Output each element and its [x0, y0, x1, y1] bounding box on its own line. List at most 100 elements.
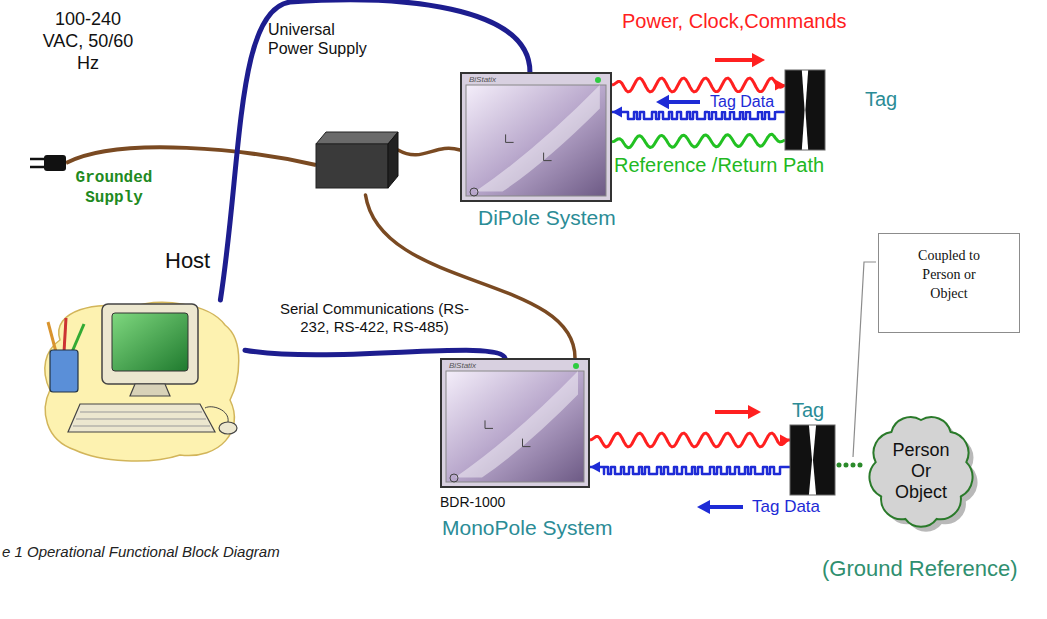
note-text: Coupled to Person or Object: [906, 246, 992, 303]
reader-highlight: [455, 371, 578, 478]
clipart-backdrop: [45, 302, 239, 461]
mains-plug: [44, 155, 66, 171]
panel-mark: [485, 420, 493, 428]
person-object-cloud: Person Or Object: [865, 410, 977, 532]
monitor-screen: [112, 313, 188, 371]
mains-cord: [66, 147, 316, 165]
system-name: DiPole System: [478, 206, 616, 230]
keyboard: [68, 404, 215, 432]
monitor-body: [102, 304, 198, 384]
arrow-head: [656, 95, 669, 109]
tag-electrode: [805, 70, 825, 150]
power-signal-wave: [590, 405, 790, 447]
reader-device: BiStatixDiPole System: [460, 72, 612, 202]
arrow-head: [612, 107, 622, 118]
plug-prong: [30, 158, 45, 161]
status-led: [595, 77, 601, 83]
direction-arrow: [665, 100, 700, 104]
ground-reference-label: (Ground Reference): [822, 556, 1018, 582]
logo-mark: [470, 188, 478, 196]
box-front: [316, 144, 388, 188]
arrow-head: [590, 461, 600, 472]
tag-electrode: [813, 425, 835, 495]
mouse: [219, 422, 237, 434]
system-name: MonoPole System: [442, 516, 612, 540]
mouse-cord: [205, 407, 228, 422]
tag-label: Tag: [792, 399, 824, 422]
leader-line: [853, 262, 876, 457]
reader-housing: [441, 359, 589, 487]
tag-label: Tag: [865, 88, 897, 111]
panel-mark: [523, 439, 531, 447]
signal-label: Reference /Return Path: [614, 154, 824, 177]
signal-line: [612, 112, 785, 119]
logo-mark: [450, 474, 458, 482]
reader-icon: [440, 358, 590, 488]
arrow-head: [697, 500, 710, 514]
ground-note: Grounded Supply: [70, 168, 158, 208]
tag-outline: [785, 70, 825, 150]
plug-prong: [30, 166, 45, 169]
direction-arrow: [715, 58, 756, 62]
cloud-label: Person Or Object: [885, 440, 957, 503]
pencil-cup: [50, 350, 78, 392]
power-cable: [398, 148, 460, 155]
coupling-dots: [839, 464, 862, 465]
arrow-head: [780, 435, 790, 446]
signal-line: [590, 433, 790, 447]
panel-mark: [506, 134, 514, 142]
figure-caption: e 1 Operational Functional Block Diagram: [2, 543, 280, 560]
rfid-tag: Tag: [790, 425, 835, 495]
rfid-tag: Tag: [785, 70, 825, 150]
pencil: [72, 324, 84, 352]
power-signal-wave: [612, 53, 785, 92]
supply-spec: 100-240 VAC, 50/60 Hz: [36, 8, 140, 74]
device-label: Universal Power Supply: [268, 20, 376, 58]
direction-arrow: [715, 410, 752, 414]
arrow-head: [752, 53, 765, 67]
box-side: [388, 132, 398, 188]
signal-label: Tag Data: [708, 93, 776, 111]
cable-line: [398, 148, 460, 155]
host-label: Host: [165, 248, 210, 274]
cloud-outline: [869, 417, 972, 527]
reader-panel: [446, 371, 584, 482]
arrow-head: [775, 80, 785, 91]
tag-icon: [785, 70, 825, 150]
tag-icon: [790, 425, 835, 495]
direction-arrow: [706, 505, 743, 509]
reader-highlight: [475, 85, 600, 192]
brand-mark: BiStatix: [469, 75, 496, 84]
cable-line: [245, 350, 505, 358]
brand-mark: BiStatix: [449, 361, 476, 370]
tag-outline: [790, 425, 835, 495]
pencil: [48, 322, 56, 352]
power-supply: Universal Power Supply: [268, 18, 398, 195]
signal-line: [612, 134, 785, 148]
box-top: [316, 132, 398, 144]
signal-line: [612, 78, 785, 92]
host-computer: Host: [40, 300, 245, 462]
tag-electrode: [785, 70, 805, 150]
computer-clipart: [40, 300, 245, 462]
keyboard-keys: [73, 412, 210, 426]
panel-mark: [544, 153, 552, 161]
signal-line: [590, 467, 790, 474]
signal-label: Power, Clock,Commands: [622, 10, 847, 33]
signal-label: Tag Data: [752, 497, 820, 517]
interface-note: Serial Communications (RS-232, RS-422, R…: [272, 300, 477, 336]
note-box: Coupled to Person or Object: [878, 233, 1020, 333]
reader-icon: [460, 72, 612, 202]
reader-housing: [461, 73, 611, 201]
tag-electrode: [790, 425, 812, 495]
serial-cable: [245, 350, 505, 358]
return-path-wave: [612, 134, 785, 148]
reader-device: BiStatixBDR-1000MonoPole System: [440, 358, 590, 488]
status-led: [573, 363, 579, 369]
arrow-head: [748, 405, 761, 419]
reader-panel: [466, 85, 606, 196]
pencil: [64, 318, 66, 352]
dotted-line: [839, 462, 862, 467]
model-number: BDR-1000: [440, 494, 505, 510]
